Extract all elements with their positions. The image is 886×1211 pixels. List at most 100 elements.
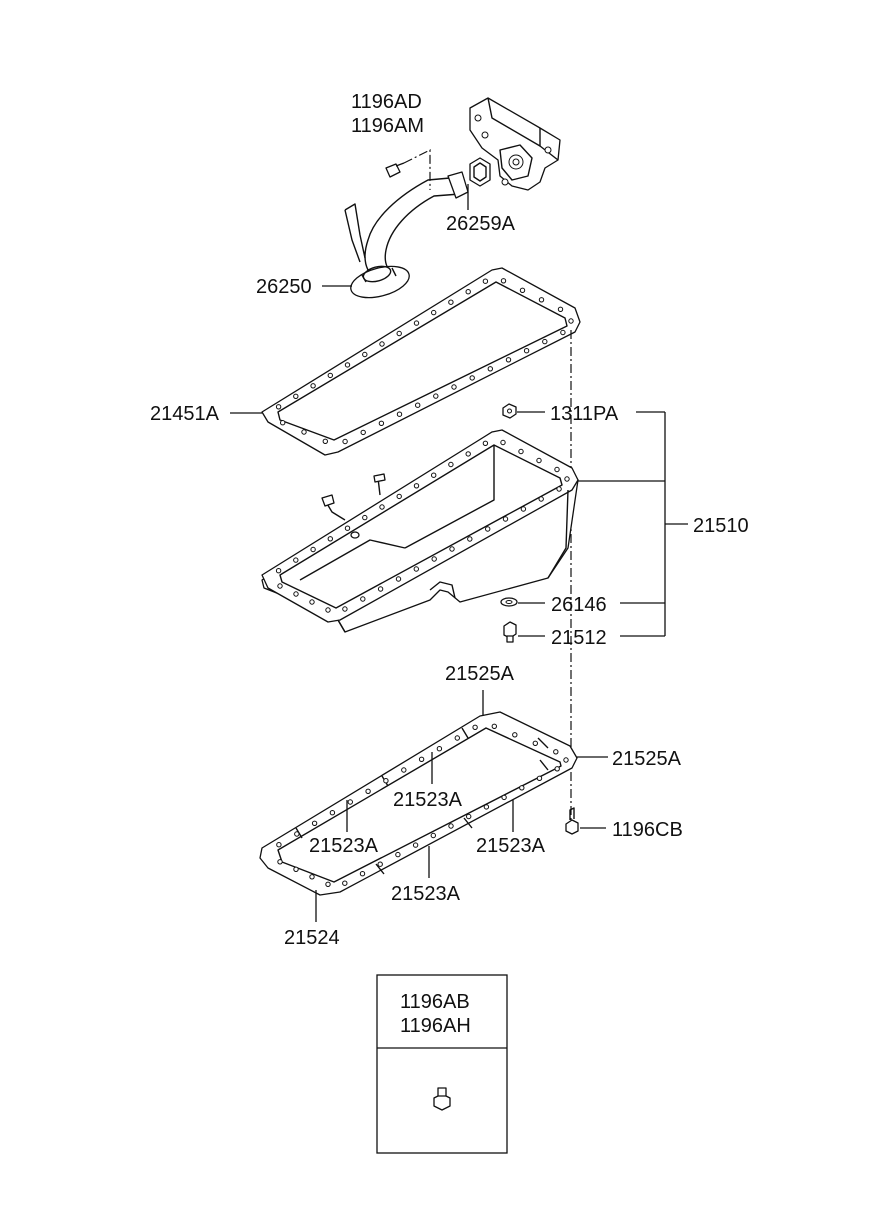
- bolt-hole: [500, 439, 506, 446]
- pump-bolt-drawing: [385, 162, 405, 178]
- label-26146: 26146: [551, 594, 607, 616]
- bolt-hole: [436, 746, 443, 752]
- pump-gasket-drawing: [469, 157, 491, 187]
- bolt-hole: [519, 785, 525, 791]
- bolt-hole: [383, 778, 389, 784]
- label-21523a-3: 21523A: [476, 835, 546, 857]
- bolt-hole: [501, 794, 507, 801]
- bolt-hole: [276, 842, 282, 848]
- nut-drawing: [502, 403, 517, 419]
- bolt-hole: [536, 775, 543, 781]
- label-1196am: 1196AM: [351, 115, 424, 137]
- bolt-hole: [293, 866, 299, 872]
- bolt-hole: [431, 556, 437, 562]
- bolt-hole: [277, 859, 283, 865]
- bolt-hole: [415, 402, 421, 408]
- bolt-hole: [465, 289, 471, 295]
- bolt-hole: [557, 306, 564, 312]
- bolt-hole: [344, 362, 351, 368]
- label-21510: 21510: [693, 515, 749, 537]
- bolt-hole: [466, 813, 472, 820]
- bolt-hole: [396, 330, 402, 337]
- bolt-hole: [359, 871, 366, 877]
- bolt-hole: [556, 486, 562, 492]
- bolt-hole: [560, 329, 566, 336]
- bolt-hole: [568, 318, 574, 324]
- bolt-hole: [362, 514, 368, 521]
- bolt-hole: [378, 420, 385, 426]
- bolt-hole: [377, 861, 383, 867]
- bolt-hole: [451, 384, 457, 390]
- bolt-hole: [395, 576, 402, 582]
- bolt-hole: [413, 320, 420, 326]
- bolt-hole: [418, 756, 425, 762]
- bolt-hole: [310, 546, 316, 553]
- bolt-hole: [520, 506, 527, 512]
- bolt-hole: [467, 536, 473, 542]
- bolt-hole: [379, 504, 385, 510]
- bolt-hole: [448, 823, 454, 829]
- bolt-hole: [538, 496, 544, 502]
- bolt-hole: [396, 411, 403, 417]
- bolt-hole: [344, 525, 351, 531]
- bolt-hole: [360, 429, 366, 436]
- inset-label-1196ah: 1196AH: [400, 1015, 471, 1037]
- bolt-hole: [536, 457, 542, 464]
- bolt-hole: [347, 799, 353, 805]
- bolt-hole: [293, 591, 299, 597]
- bolt-hole: [322, 438, 328, 444]
- bolt-hole: [342, 880, 348, 886]
- bolt-hole: [280, 420, 286, 426]
- pan-bolt-drawing: [565, 807, 579, 835]
- bolt-hole: [275, 404, 282, 410]
- bolt-hole: [293, 393, 299, 399]
- label-1196ad: 1196AD: [351, 91, 422, 113]
- bolt-hole: [448, 461, 454, 468]
- label-21525a-top: 21525A: [445, 663, 515, 685]
- bolt-hole: [532, 740, 538, 746]
- label-21451a: 21451A: [150, 403, 220, 425]
- bolt-hole: [554, 466, 560, 473]
- inset-box: 1196AB 1196AH: [376, 974, 508, 1154]
- bolt-hole: [294, 831, 300, 837]
- bolt-hole: [472, 724, 478, 730]
- bolt-hole: [329, 810, 336, 816]
- bolt-hole: [554, 766, 560, 772]
- bolt-hole: [448, 299, 454, 305]
- oil-pump-drawing: [469, 97, 561, 191]
- inset-label-1196ab: 1196AB: [400, 991, 470, 1013]
- bolt-hole: [502, 516, 509, 522]
- drain-plug-drawing: [503, 621, 517, 643]
- label-1311pa: 1311PA: [550, 403, 619, 425]
- bolt-hole: [454, 735, 460, 741]
- bolt-hole: [379, 341, 385, 347]
- label-26259a: 26259A: [446, 213, 516, 235]
- bolt-hole: [365, 788, 371, 794]
- drain-washer-drawing: [500, 597, 518, 607]
- bolt-hole: [327, 372, 333, 379]
- oil-screen-drawing: [344, 171, 469, 299]
- label-21512: 21512: [551, 627, 607, 649]
- bolt-hole: [523, 348, 530, 354]
- bolt-hole: [412, 842, 419, 848]
- label-21525a-right: 21525A: [612, 748, 682, 770]
- bolt-hole: [519, 287, 526, 293]
- bolt-hole: [311, 820, 318, 826]
- bolt-hole: [482, 278, 489, 284]
- bolt-hole: [449, 546, 455, 552]
- label-21523a-2: 21523A: [309, 835, 379, 857]
- bolt-hole: [505, 357, 512, 363]
- bolt-hole: [325, 881, 331, 887]
- oil-pan-drawing: [261, 429, 579, 633]
- bolt-hole: [277, 583, 283, 589]
- bolt-hole: [360, 596, 366, 602]
- upper-gasket-drawing: [261, 267, 581, 456]
- bolt-hole: [395, 851, 401, 858]
- label-21524: 21524: [284, 927, 340, 949]
- bolt-hole: [362, 351, 368, 358]
- label-26250: 26250: [256, 276, 312, 298]
- bolt-hole: [325, 607, 331, 613]
- bolt-hole: [433, 393, 439, 399]
- bolt-hole: [301, 429, 307, 435]
